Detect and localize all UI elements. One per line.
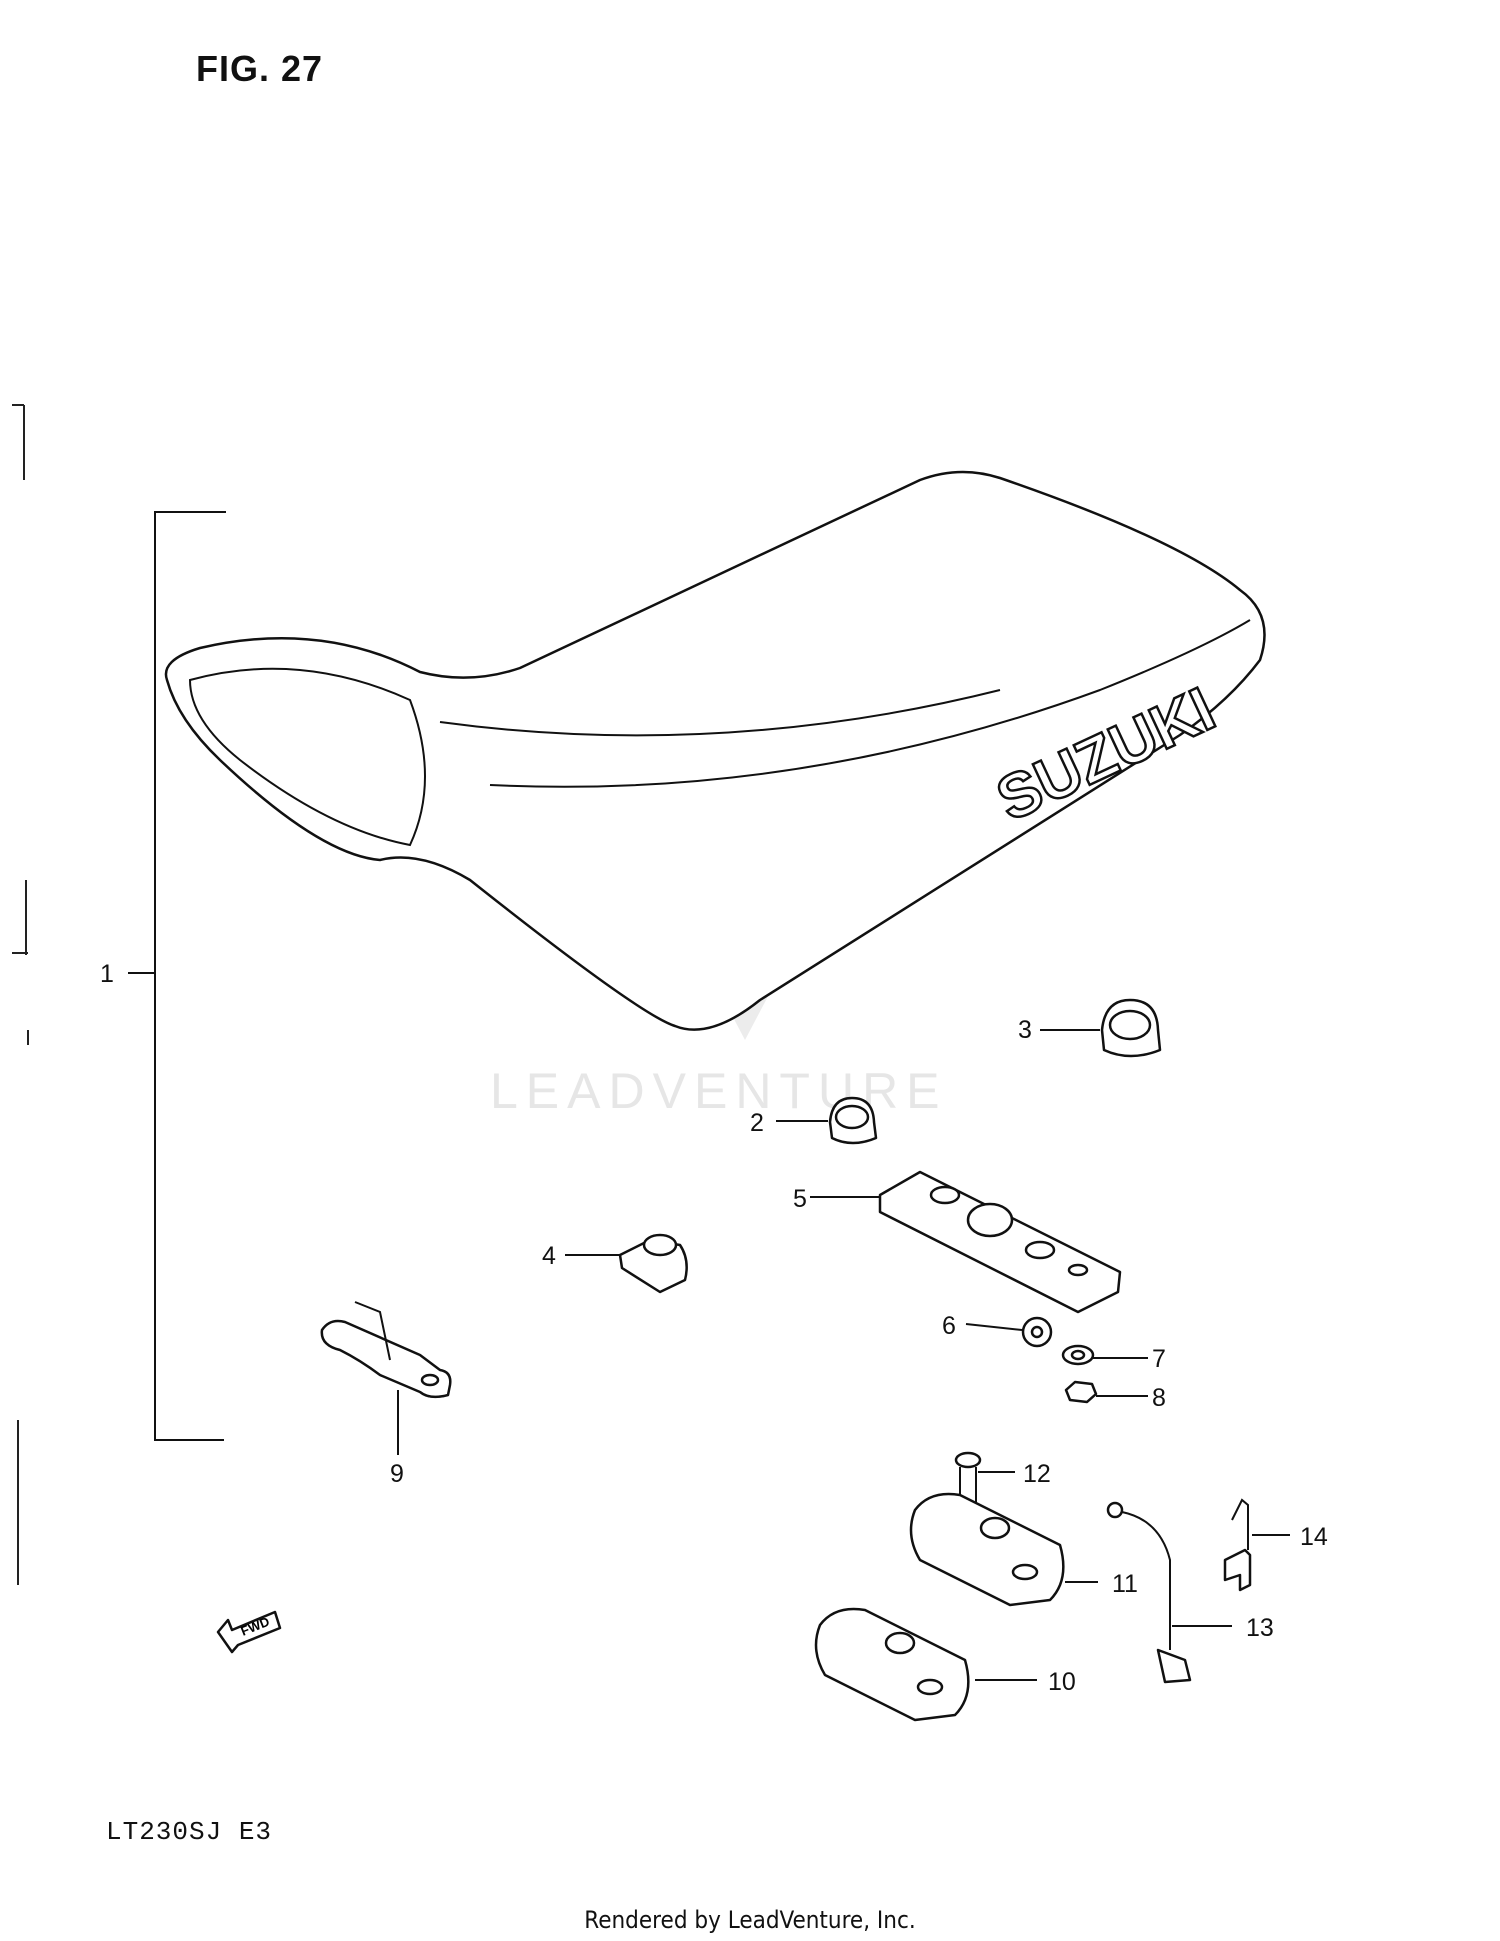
cushion-2 [828,1096,878,1145]
lock-washer-6 [1021,1316,1053,1348]
seat-lock-10 [814,1607,970,1722]
watermark-text: LEADVENTURE [490,1063,948,1119]
model-code: LT230SJ E3 [106,1817,273,1847]
footer-credit: Rendered by LeadVenture, Inc. [584,1906,916,1934]
leader-lines [397,1029,1290,1681]
cushion-3 [1100,998,1162,1058]
callout-14: 14 [1300,1523,1328,1551]
washer-7 [1061,1344,1095,1366]
bracket-9 [320,1301,452,1399]
callout-9: 9 [390,1460,404,1488]
callout-numbers: 1 2 3 4 5 6 7 8 9 10 11 12 13 14 [100,960,1328,1696]
screw-12 [954,1451,982,1506]
nut-8 [1064,1380,1098,1404]
seat-bracket-5 [878,1170,1122,1314]
callout-10: 10 [1048,1668,1076,1696]
callout-8: 8 [1152,1384,1166,1412]
cable-bracket-14 [1223,1498,1252,1592]
callout-3: 3 [1018,1016,1032,1044]
margin-marks [12,404,29,1585]
callout-13: 13 [1246,1614,1274,1642]
callout-4: 4 [542,1242,556,1270]
callout-11: 11 [1112,1570,1138,1598]
seat-lock-11 [909,1492,1065,1607]
callout-1: 1 [100,960,114,988]
seat: SUZUKI [164,470,1266,1031]
clip-4 [618,1233,688,1294]
assembly-bracket [128,511,226,1441]
callout-6: 6 [942,1312,956,1340]
callout-2: 2 [750,1109,764,1137]
figure-title: FIG. 27 [196,48,324,89]
callout-7: 7 [1152,1345,1166,1373]
callout-12: 12 [1023,1460,1051,1488]
forward-arrow: FWD [216,1610,282,1654]
callout-5: 5 [793,1185,807,1213]
seat-lock-cable-13 [1106,1501,1192,1684]
